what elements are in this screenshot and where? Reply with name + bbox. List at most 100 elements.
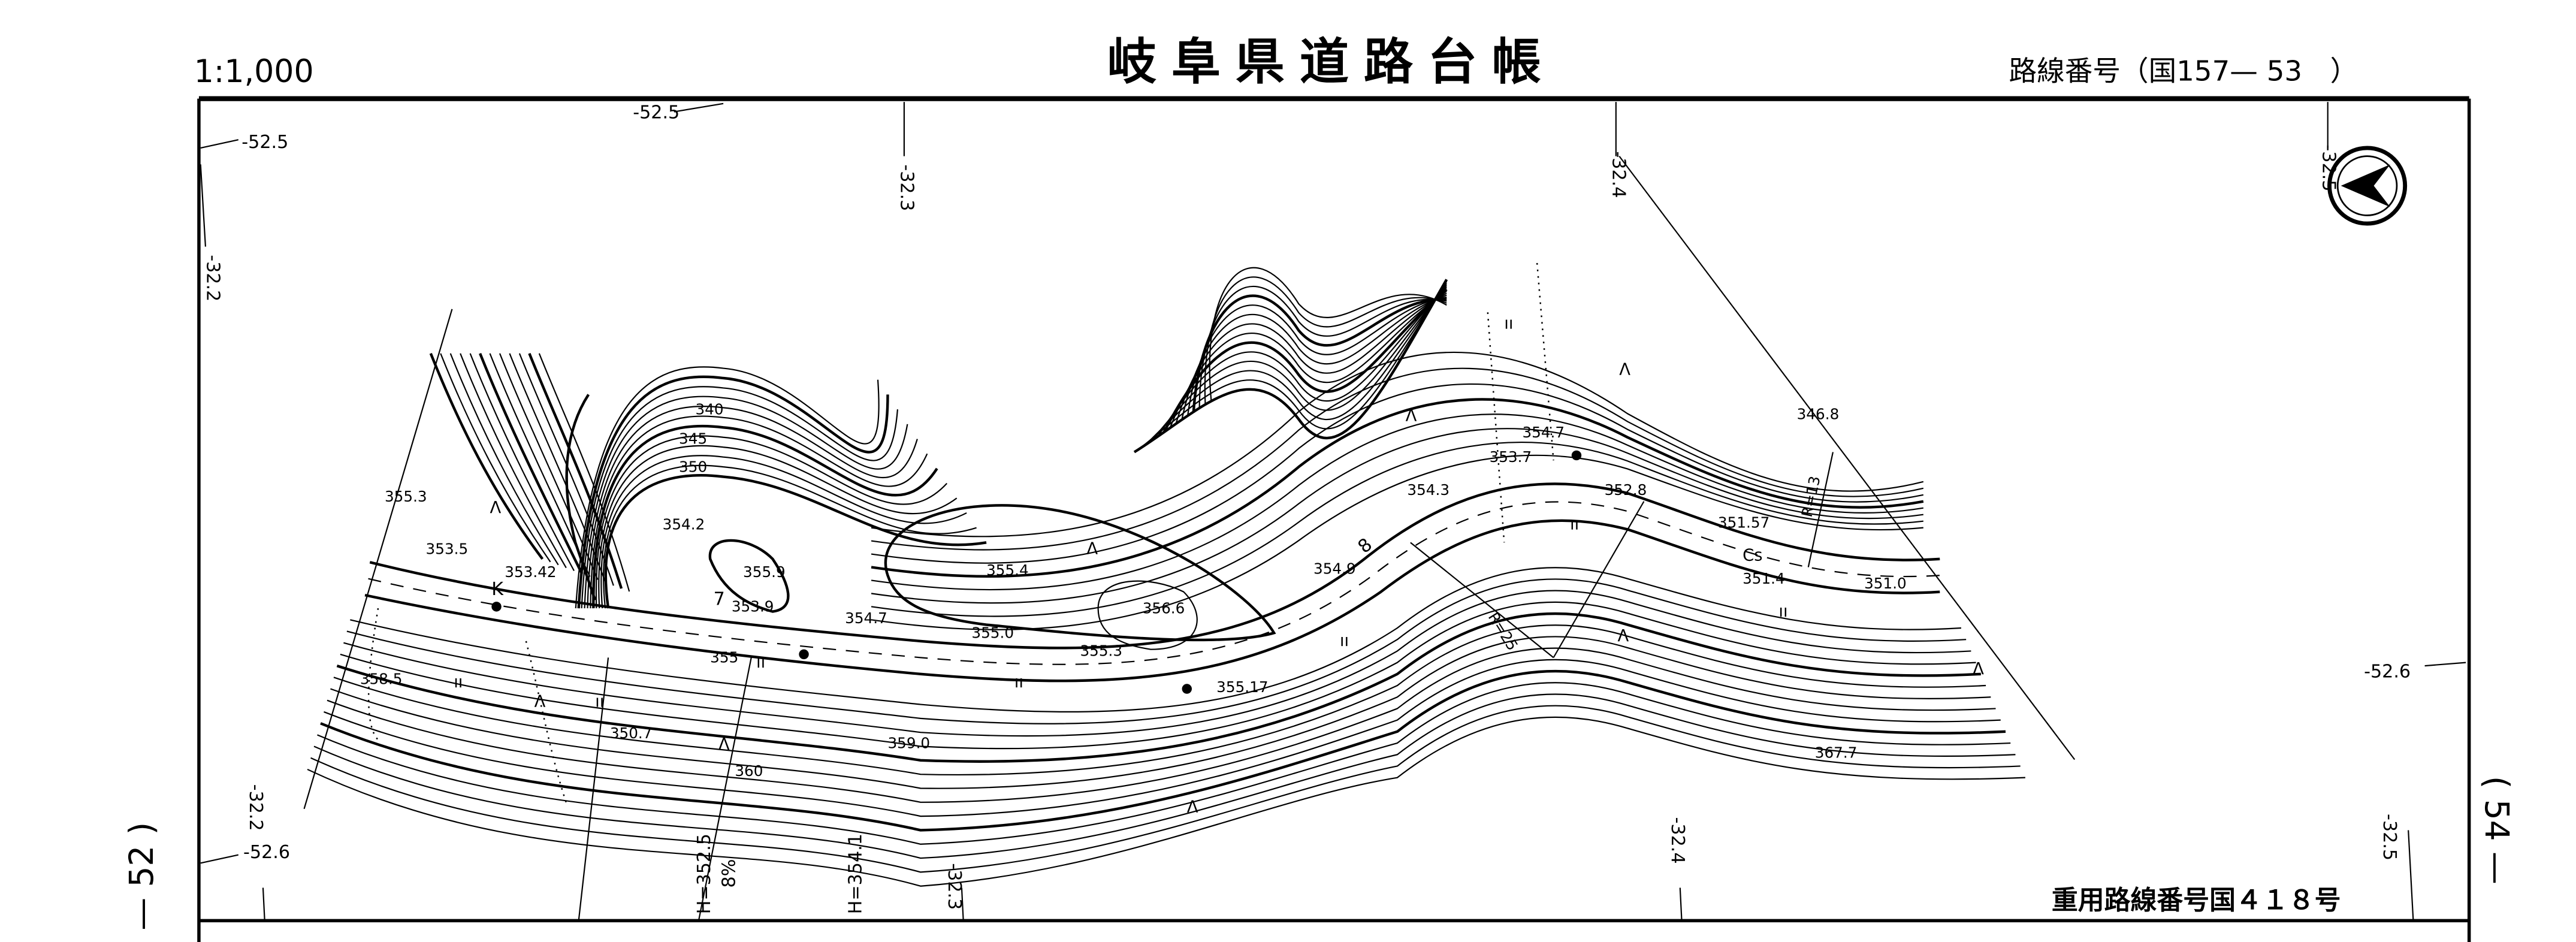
spot-height: 358.5 xyxy=(360,670,403,687)
spot-height: 354.3 xyxy=(1407,481,1449,499)
grid-label: -32.3 xyxy=(944,863,965,910)
contour-line xyxy=(1175,292,1447,425)
spot-height: 351.57 xyxy=(1718,514,1769,532)
grid-lines xyxy=(200,102,2466,921)
contour-line xyxy=(708,539,790,613)
spot-height: 350.7 xyxy=(610,724,653,742)
benchmark-point xyxy=(1571,450,1582,461)
contour-line xyxy=(590,415,928,609)
profile-line xyxy=(697,657,752,921)
spot-height: 351.4 xyxy=(1743,570,1785,587)
contour-line xyxy=(320,669,2006,832)
spot-height: 355.9 xyxy=(743,563,786,581)
contour-line xyxy=(871,413,1924,591)
wasteland-symbol-icon: Λ xyxy=(1406,406,1417,425)
spot-height: 356.6 xyxy=(1143,599,1185,617)
contour-line xyxy=(604,474,987,609)
curve-radius-line xyxy=(1410,542,1554,659)
contour-label: 345 xyxy=(679,430,707,448)
spot-height: 346.8 xyxy=(1797,406,1840,423)
contour-line xyxy=(327,647,1996,803)
benchmark-point xyxy=(491,602,502,612)
contour-line xyxy=(336,612,1981,763)
road-edge xyxy=(364,519,1940,683)
contour-line xyxy=(343,590,1971,737)
left-sheet-number: — 52 ) xyxy=(122,822,161,931)
survey-boundary xyxy=(1618,155,2076,760)
contour-label: 355 xyxy=(710,649,738,666)
contour-line xyxy=(538,353,630,592)
annotation-8: 8 xyxy=(1354,535,1376,558)
contour-line xyxy=(310,705,2021,873)
contour-line xyxy=(1151,285,1448,441)
contour-line xyxy=(346,578,1967,724)
contour-label: 350 xyxy=(679,458,707,475)
curve-radius-line xyxy=(1807,452,1834,567)
contour-label: 360 xyxy=(735,762,763,780)
topographic-map xyxy=(303,155,2076,921)
contour-line xyxy=(871,428,1923,604)
wasteland-symbol-icon: Λ xyxy=(1086,540,1098,558)
grid-label: -52.6 xyxy=(243,842,290,863)
spot-height: 355.4 xyxy=(986,561,1029,579)
wasteland-symbol-icon: Λ xyxy=(1619,361,1630,379)
spot-height: 355.3 xyxy=(385,488,427,505)
wasteland-symbol-icon: Λ xyxy=(1187,798,1198,816)
spot-height: 354.2 xyxy=(663,515,705,533)
contour-line xyxy=(509,353,606,583)
contour-line xyxy=(313,693,2016,859)
wasteland-symbol-icon: Λ xyxy=(490,499,502,517)
contour-line xyxy=(449,353,559,566)
contour-line xyxy=(324,659,2001,817)
contour-line xyxy=(871,351,1924,538)
contour-line xyxy=(577,375,889,609)
contour-line xyxy=(598,445,958,609)
grid-label: -32.4 xyxy=(1608,151,1629,198)
profile-height: H=354.1 xyxy=(845,834,866,914)
contour-line xyxy=(1133,279,1448,454)
spot-height: 354.7 xyxy=(845,609,887,627)
grid-label: -32.5 xyxy=(2379,814,2400,861)
survey-boundary xyxy=(303,309,453,810)
contour-line xyxy=(871,398,1924,578)
page-title: 岐阜県道路台帳 xyxy=(1107,34,1556,91)
grid-label: -32.4 xyxy=(1667,817,1688,864)
contour-line xyxy=(1536,262,1554,461)
contour-line xyxy=(528,353,623,589)
contour-line xyxy=(460,353,567,569)
grass-symbol-icon: ıı xyxy=(1778,602,1787,621)
grass-symbol-icon: ıı xyxy=(1570,515,1579,533)
spot-height: 355.3 xyxy=(1080,642,1122,660)
grid-label: -32.2 xyxy=(203,255,224,301)
curve-radius-line xyxy=(1553,501,1645,658)
contour-lines xyxy=(307,262,2025,887)
contour-line xyxy=(600,455,967,609)
map-frame xyxy=(197,96,2471,942)
contour-line xyxy=(584,395,908,609)
right-sheet-number: ( 54 — xyxy=(2478,776,2516,884)
contour-line xyxy=(330,636,1991,789)
road-centerline xyxy=(368,501,1940,665)
contour-line xyxy=(587,406,918,609)
grid-label: -52.5 xyxy=(241,132,288,153)
grid-label: -52.5 xyxy=(633,102,680,123)
heavy-route-number: 重用路線番号国４１８号 xyxy=(2052,885,2341,916)
map-scale: 1:1,000 xyxy=(194,54,314,90)
contour-line xyxy=(871,383,1924,564)
grass-symbol-icon: ıı xyxy=(1014,673,1023,692)
contour-line xyxy=(871,454,1923,630)
spot-height: 359.0 xyxy=(887,734,930,751)
spot-height: 355.0 xyxy=(971,624,1014,641)
spot-height: 352.8 xyxy=(1605,481,1647,499)
benchmark-point xyxy=(799,649,809,660)
contour-line xyxy=(884,504,1276,642)
contour-line xyxy=(340,601,1976,750)
spot-height: 354.7 xyxy=(1522,424,1565,441)
contour-line xyxy=(469,353,575,572)
grass-symbol-icon: ıı xyxy=(595,693,604,711)
contour-line xyxy=(479,353,584,575)
spot-height: 353.7 xyxy=(1490,448,1532,466)
contour-line xyxy=(592,424,938,609)
contour-line xyxy=(603,464,977,609)
